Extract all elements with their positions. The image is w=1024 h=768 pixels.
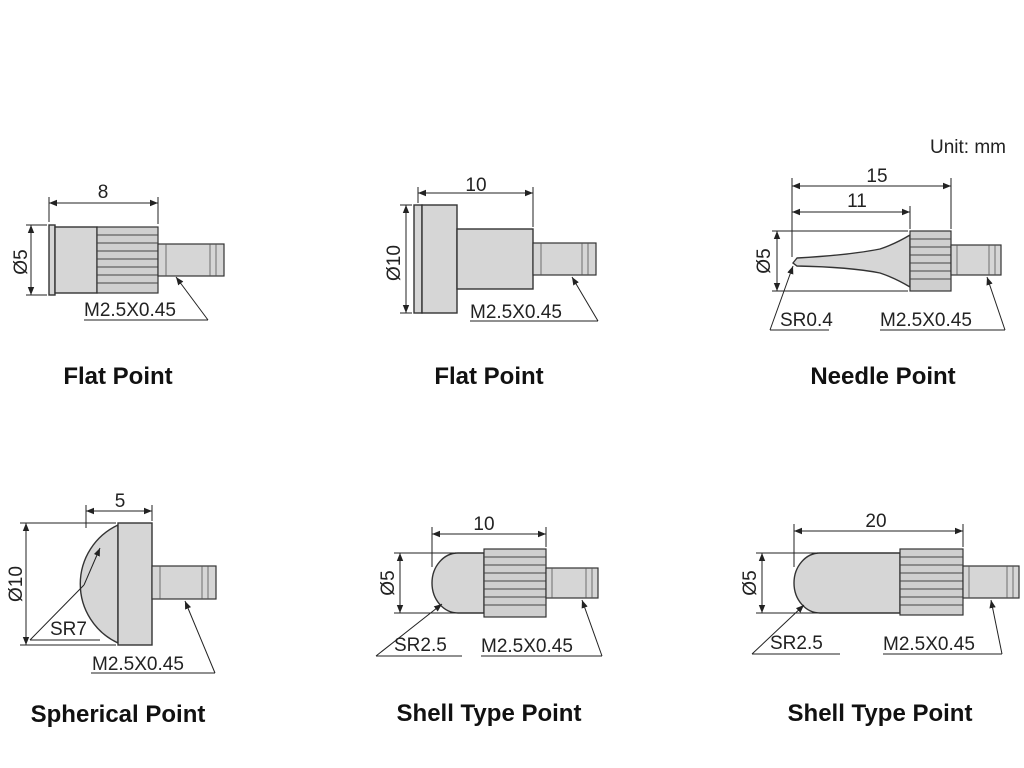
needle-point-length-inner: 11 bbox=[847, 191, 867, 212]
flat-point-small: 8 Ø5 M2.5X0.45 Flat Point bbox=[11, 182, 225, 390]
shell-point-long-length: 20 bbox=[865, 511, 886, 532]
needle-point-length: 15 bbox=[866, 166, 887, 187]
flat-point-large-drawing bbox=[413, 204, 597, 314]
needle-point-thread: M2.5X0.45 bbox=[880, 310, 972, 331]
spherical-point-drawing bbox=[79, 522, 217, 646]
flat-point-small-dims: 8 Ø5 M2.5X0.45 bbox=[11, 182, 209, 321]
flat-point-large-thread: M2.5X0.45 bbox=[470, 302, 562, 323]
needle-point-diameter: Ø5 bbox=[754, 248, 775, 273]
shell-point-long: 20 Ø5 SR2.5 M2.5X0.45 Shell Type Point bbox=[740, 511, 1020, 727]
spherical-point-tip-radius: SR7 bbox=[50, 619, 87, 640]
flat-point-small-title: Flat Point bbox=[63, 363, 172, 390]
shell-point-long-thread: M2.5X0.45 bbox=[883, 634, 975, 655]
flat-point-large-length: 10 bbox=[465, 175, 486, 196]
shell-point-short: 10 Ø5 SR2.5 M2.5X0.45 Shell Type Point bbox=[375, 514, 603, 727]
needle-point: 15 11 Ø5 SR0.4 M2.5X0.45 Needle Point bbox=[754, 166, 1006, 390]
flat-point-large-dims: 10 Ø10 M2.5X0.45 bbox=[384, 175, 599, 323]
spherical-point-dims: 5 Ø10 SR7 M2.5X0.45 bbox=[6, 491, 216, 675]
flat-point-small-length: 8 bbox=[98, 182, 109, 203]
shell-point-short-drawing bbox=[431, 548, 599, 618]
shell-point-short-length: 10 bbox=[473, 514, 494, 535]
spherical-point-title: Spherical Point bbox=[31, 701, 206, 728]
shell-point-long-dims: 20 Ø5 SR2.5 M2.5X0.45 bbox=[740, 511, 1003, 655]
shell-point-long-diameter: Ø5 bbox=[740, 570, 761, 595]
flat-point-large-diameter: Ø10 bbox=[384, 245, 405, 281]
flat-point-large-title: Flat Point bbox=[434, 363, 543, 390]
flat-point-small-thread: M2.5X0.45 bbox=[84, 300, 176, 321]
shell-point-long-drawing bbox=[793, 548, 1020, 616]
spherical-point-length: 5 bbox=[115, 491, 126, 512]
shell-point-short-tip-radius: SR2.5 bbox=[394, 635, 447, 656]
needle-point-dims: 15 11 Ø5 SR0.4 M2.5X0.45 bbox=[754, 166, 1006, 331]
needle-point-tip-radius: SR0.4 bbox=[780, 310, 833, 331]
spherical-point: 5 Ø10 SR7 M2.5X0.45 Spherical Point bbox=[6, 491, 217, 728]
spherical-point-diameter: Ø10 bbox=[6, 566, 27, 602]
shell-point-long-tip-radius: SR2.5 bbox=[770, 633, 823, 654]
shell-point-short-diameter: Ø5 bbox=[378, 570, 399, 595]
needle-point-drawing bbox=[792, 230, 1002, 292]
shell-point-short-dims: 10 Ø5 SR2.5 M2.5X0.45 bbox=[375, 514, 603, 657]
unit-label: Unit: mm bbox=[930, 137, 1006, 158]
needle-point-title: Needle Point bbox=[810, 363, 955, 390]
flat-point-small-diameter: Ø5 bbox=[11, 249, 32, 274]
shell-point-short-title: Shell Type Point bbox=[397, 700, 582, 727]
shell-point-short-thread: M2.5X0.45 bbox=[481, 636, 573, 657]
spherical-point-thread: M2.5X0.45 bbox=[92, 654, 184, 675]
flat-point-small-drawing bbox=[48, 224, 225, 296]
flat-point-large: 10 Ø10 M2.5X0.45 Flat Point bbox=[384, 175, 599, 390]
shell-point-long-title: Shell Type Point bbox=[788, 700, 973, 727]
